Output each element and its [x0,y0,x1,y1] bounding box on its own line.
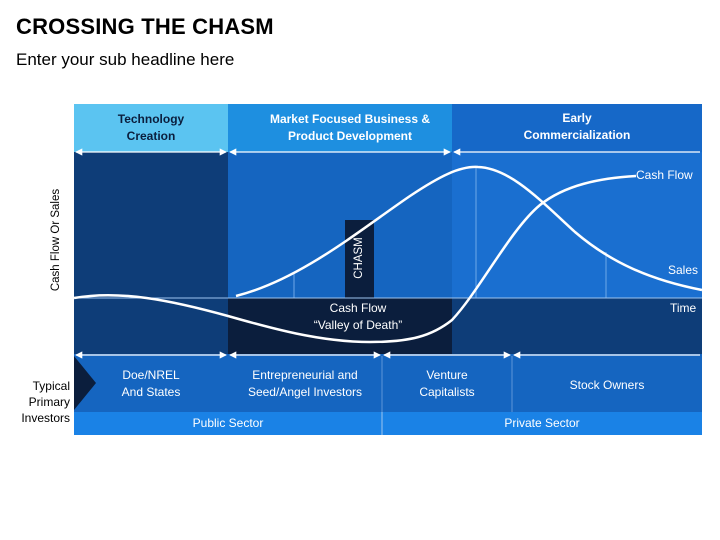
investor-group-doe: Doe/NREL And States [121,368,181,399]
cash-flow-curve [73,174,637,344]
region-technology [74,152,228,298]
phase-label-commercial: Early Commercialization [523,111,631,142]
page-subtitle: Enter your sub headline here [16,50,235,69]
valley-subtitle: “Valley of Death” [313,318,403,332]
page-title: CROSSING THE CHASM [16,14,274,39]
region-lower-commercial [452,298,702,354]
region-commercial [452,152,702,298]
phase-band-commercial [452,104,702,152]
sector-public: Public Sector [192,416,264,430]
phase-band-technology [74,104,228,152]
investors-arrow [74,356,96,410]
valley-title: Cash Flow [329,301,387,315]
sector-private: Private Sector [504,416,580,430]
investors-band [74,354,702,412]
private-sector-band [382,412,702,435]
region-lower-technology [74,298,228,354]
cash-flow-curve-label: Cash Flow [636,168,693,182]
investor-group-seed: Entrepreneurial and Seed/Angel Investors [247,368,363,399]
phase-label-technology: Technology Creation [117,112,185,143]
phase-label-market: Market Focused Business & Product Develo… [269,112,431,143]
investors-row-label: Typical Primary Investors [21,379,70,425]
investor-group-stock: Stock Owners [569,378,645,392]
sales-curve [235,165,703,298]
region-market [228,152,452,298]
investor-group-vc: Venture Capitalists [419,368,475,399]
y-axis-label: Cash Flow Or Sales [50,188,62,292]
sales-curve-label: Sales [668,263,699,277]
phase-band-market [228,104,452,152]
time-axis-label: Time [670,301,697,315]
chasm-label: CHASM [353,237,365,279]
public-sector-band [74,412,382,435]
